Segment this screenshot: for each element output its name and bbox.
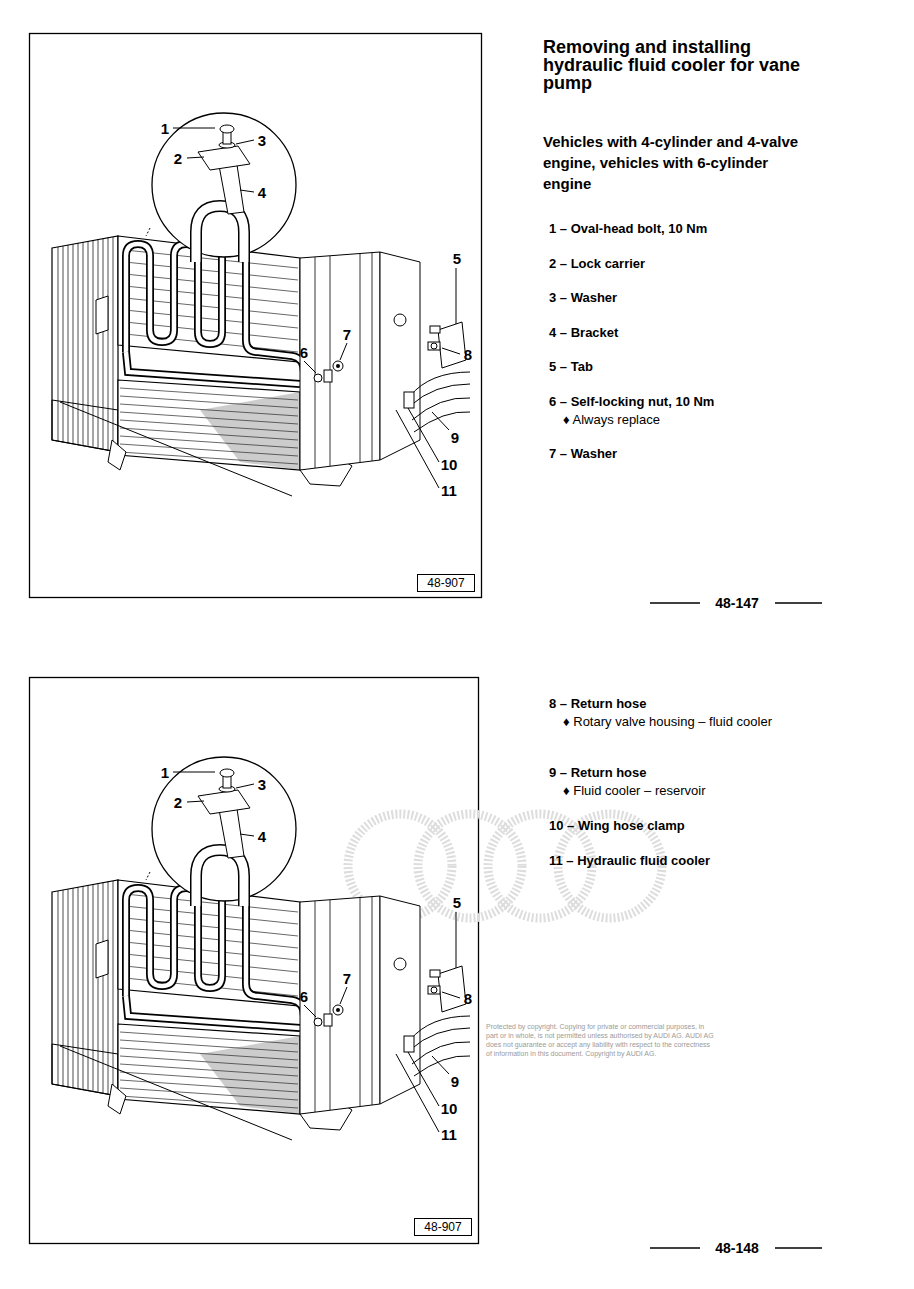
- illustration-part: [775, 1247, 822, 1249]
- part-note: ♦ Fluid cooler – reservoir: [563, 782, 803, 799]
- part-item: 1 – Oval-head bolt, 10 Nm: [549, 221, 707, 237]
- callout-number: 6: [300, 989, 308, 1004]
- callout-number: 1: [161, 765, 169, 780]
- callout-number: 11: [441, 483, 457, 498]
- figure-number: 48-907: [427, 577, 464, 589]
- callout-number: 5: [453, 895, 461, 910]
- callout-number: 9: [451, 1074, 459, 1089]
- illustration-part: [52, 113, 470, 496]
- part-note: ♦ Rotary valve housing – fluid cooler: [563, 713, 795, 730]
- callout-number: 2: [174, 151, 182, 166]
- illustration-part: [30, 678, 479, 1244]
- illustration-part: [775, 602, 822, 604]
- figure-number: 48-907: [424, 1221, 461, 1233]
- copyright-watermark: Protected by copyright. Copying for priv…: [486, 1022, 716, 1058]
- part-item: 3 – Washer: [549, 290, 617, 306]
- illustration-part: [30, 34, 482, 598]
- page-number: 48-147: [715, 596, 759, 610]
- part-item: 4 – Bracket: [549, 325, 618, 341]
- figure-number-box: 48-907: [417, 574, 475, 592]
- callout-number: 1: [161, 121, 169, 136]
- callout-number: 5: [453, 251, 461, 266]
- callout-number: 8: [464, 991, 472, 1006]
- callout-number: 11: [441, 1127, 457, 1142]
- part-item: 8 – Return hose: [549, 696, 647, 712]
- callout-number: 10: [441, 457, 458, 472]
- part-item: 11 – Hydraulic fluid cooler: [549, 853, 710, 869]
- subtitle: Vehicles with 4-cylinder and 4-valve eng…: [543, 131, 805, 194]
- callout-number: 8: [464, 347, 472, 362]
- figure-number-box: 48-907: [414, 1218, 472, 1236]
- illustration-part: [650, 1247, 700, 1249]
- callout-number: 6: [300, 345, 308, 360]
- callout-number: 9: [451, 430, 459, 445]
- page-title: Removing and installing hydraulic fluid …: [543, 38, 805, 92]
- part-item: 10 – Wing hose clamp: [549, 818, 685, 834]
- callout-number: 10: [441, 1101, 458, 1116]
- callout-number: 2: [174, 795, 182, 810]
- part-item: 9 – Return hose: [549, 765, 647, 781]
- callout-number: 3: [258, 777, 266, 792]
- part-item: 5 – Tab: [549, 359, 593, 375]
- callout-number: 7: [343, 327, 351, 342]
- part-item: 2 – Lock carrier: [549, 256, 645, 272]
- callout-number: 3: [258, 133, 266, 148]
- illustration-part: [650, 602, 700, 604]
- part-item: 7 – Washer: [549, 446, 617, 462]
- callout-number: 4: [258, 829, 266, 844]
- callout-number: 7: [343, 971, 351, 986]
- part-note: ♦ Always replace: [563, 411, 803, 428]
- illustration-part: [52, 757, 470, 1140]
- page-number: 48-148: [715, 1241, 759, 1255]
- part-item: 6 – Self-locking nut, 10 Nm: [549, 394, 714, 410]
- callout-number: 4: [258, 185, 266, 200]
